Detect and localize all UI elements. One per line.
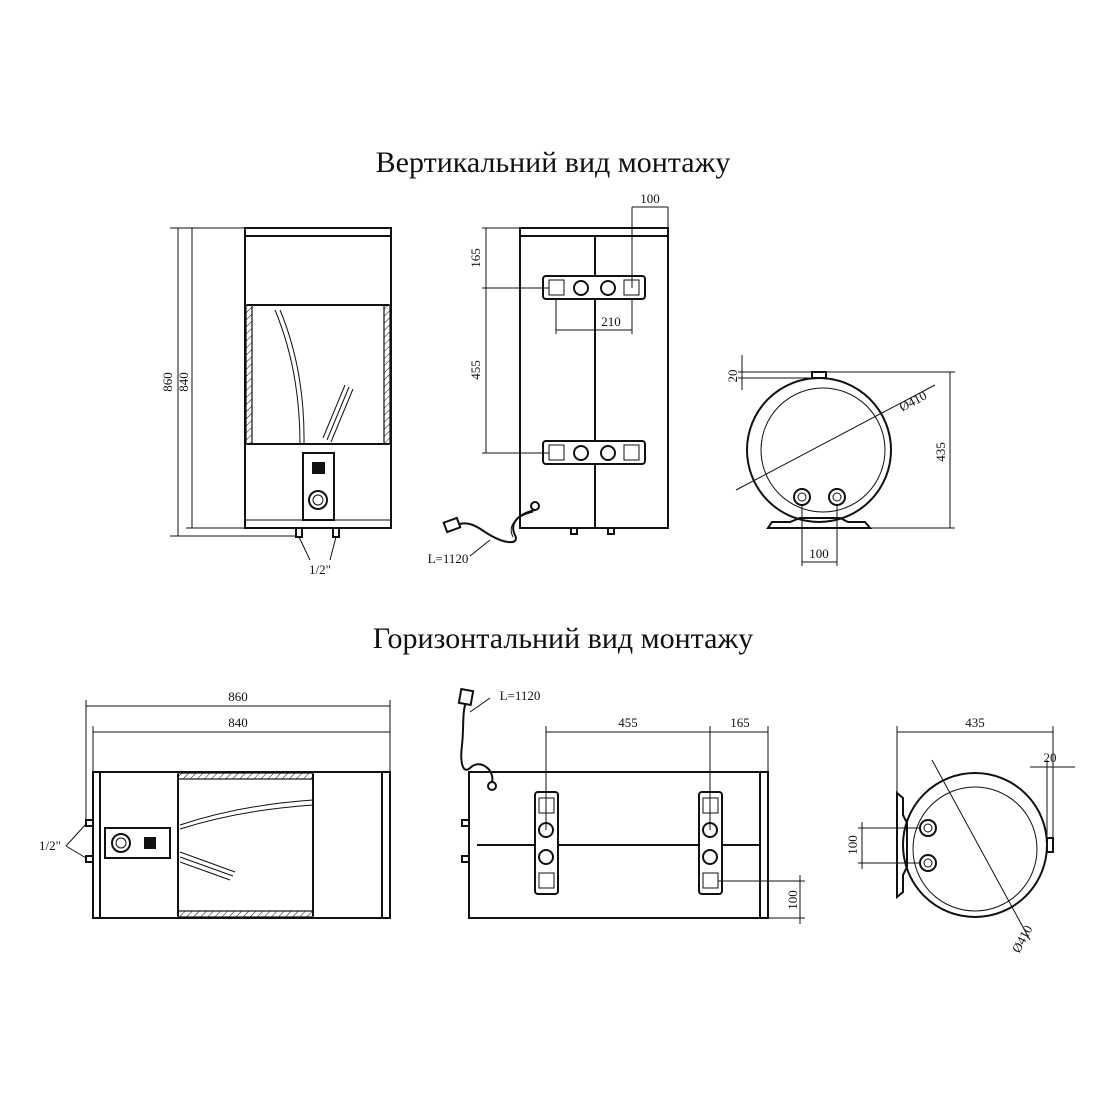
dim-side-gap: 20 — [1044, 750, 1057, 765]
dim-top-gap: 20 — [725, 370, 740, 383]
horizontal-side-view: Ø410 435 20 100 — [845, 715, 1075, 955]
dim-diameter: Ø410 — [897, 388, 930, 415]
upper-bracket — [542, 275, 646, 300]
dim-diameter-h: Ø410 — [1009, 923, 1036, 956]
thermostat-knob-icon-h — [111, 833, 131, 853]
dim-length-body: 840 — [228, 715, 248, 730]
dim-height-total: 860 — [160, 372, 175, 392]
vertical-title: Вертикальний вид монтажу — [376, 146, 731, 179]
inlet-pipe — [295, 527, 303, 538]
thermostat-knob-icon — [308, 490, 328, 510]
display-icon-h — [144, 837, 156, 849]
top-fitting — [811, 371, 827, 379]
mount-foot-h — [896, 790, 908, 900]
horizontal-title: Горизонтальний вид монтажу — [373, 622, 753, 655]
control-panel — [302, 452, 335, 521]
dim-depth-h: 435 — [965, 715, 985, 730]
dim-side-offset: 100 — [640, 191, 660, 206]
plug-icon-h — [457, 687, 475, 707]
dim-depth: 435 — [933, 442, 948, 462]
lower-bracket — [542, 440, 646, 465]
dim-side-offset-h: 165 — [730, 715, 750, 730]
dim-cable: L=1120 — [428, 551, 469, 566]
dim-pipe-spacing-h: 100 — [845, 835, 860, 855]
display-icon — [312, 462, 325, 474]
dim-thread-h: 1/2" — [39, 838, 61, 853]
mount-foot — [766, 517, 873, 529]
side-fitting — [1046, 837, 1054, 853]
dim-pipe-spacing: 100 — [809, 546, 829, 561]
plug-icon — [442, 516, 462, 534]
vertical-front-view: 860 840 1/2" — [160, 227, 392, 577]
dim-cable-h: L=1120 — [500, 688, 541, 703]
dim-bracket-spacing-h: 455 — [618, 715, 638, 730]
dim-thread: 1/2" — [309, 562, 331, 577]
horizontal-front-view: 1/2" 860 840 — [39, 689, 391, 919]
dim-bracket-spacing: 455 — [468, 360, 483, 380]
control-panel-h — [104, 827, 171, 859]
horizontal-back-view: L=1120 455 165 100 — [457, 687, 805, 924]
dim-bracket-width: 210 — [601, 314, 621, 329]
dim-top-offset: 165 — [468, 248, 483, 268]
dim-height-body: 840 — [176, 372, 191, 392]
dim-bottom-offset: 100 — [785, 890, 800, 910]
power-cable-h — [460, 701, 494, 783]
outlet-pipe — [332, 527, 340, 538]
vertical-side-view: Ø410 20 435 100 — [725, 355, 955, 566]
vertical-back-view: L=1120 165 455 100 210 — [428, 191, 669, 566]
dim-length-total: 860 — [228, 689, 248, 704]
